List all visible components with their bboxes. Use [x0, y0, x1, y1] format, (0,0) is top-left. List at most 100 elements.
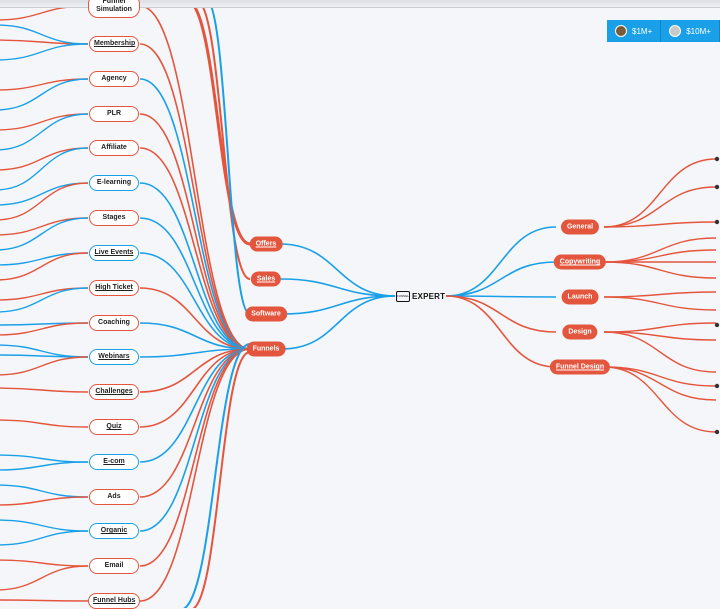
connector-leaf	[0, 183, 88, 220]
connector-right-leaf	[604, 332, 716, 372]
node-plr[interactable]: PLR	[89, 106, 139, 122]
node-funnel-simulation[interactable]: Funnel Simulation	[88, 0, 140, 18]
branch-label: Funnel Design	[556, 364, 604, 371]
connector-right-leaf	[604, 297, 716, 310]
connector-leaf	[0, 520, 88, 531]
connector-right-leaf	[604, 367, 716, 400]
node-high-ticket[interactable]: High Ticket	[89, 280, 139, 296]
connector-center-copywriting	[446, 262, 556, 296]
node-label: Ads	[107, 493, 120, 500]
node-stages[interactable]: Stages	[89, 210, 139, 226]
branch-label: Launch	[568, 294, 593, 301]
connector-leaf	[0, 455, 88, 462]
node-organic[interactable]: Organic	[89, 523, 139, 539]
branch-software[interactable]: Software	[245, 307, 287, 322]
node-e-learning[interactable]: E-learning	[89, 175, 139, 191]
connector-funnels-child	[140, 349, 250, 531]
connector-right-leaf	[604, 323, 716, 332]
node-marker-icon	[715, 157, 719, 161]
connector-leaf	[0, 6, 88, 20]
connector-funnels-child	[140, 6, 250, 349]
node-challenges[interactable]: Challenges	[89, 384, 139, 400]
node-email[interactable]: Email	[89, 558, 139, 574]
connector-center-funnels	[282, 296, 395, 349]
node-funnel-hubs[interactable]: Funnel Hubs	[88, 593, 140, 609]
node-webinars[interactable]: Webinars	[89, 349, 139, 365]
node-label: Stages	[103, 214, 126, 221]
node-membership[interactable]: Membership	[89, 36, 139, 52]
connector-center-design	[446, 296, 556, 332]
branch-label: Software	[251, 311, 281, 318]
connector-leaf	[0, 25, 88, 44]
badge-1m[interactable]: $1M+	[607, 20, 661, 42]
branch-funnel-design[interactable]: Funnel Design	[550, 360, 610, 375]
connector-leaf	[0, 388, 88, 392]
branch-sales[interactable]: Sales	[251, 272, 281, 287]
connector-leaf	[0, 485, 88, 497]
connector-leaf	[0, 357, 88, 375]
node-marker-icon	[715, 430, 719, 434]
node-quiz[interactable]: Quiz	[89, 419, 139, 435]
node-label: Live Events	[95, 249, 134, 256]
node-marker-icon	[715, 323, 719, 327]
node-label: Organic	[101, 527, 127, 534]
connector-funnels-trunk-down	[190, 352, 250, 608]
connector-center-software	[282, 296, 395, 314]
node-label: Affiliate	[101, 144, 127, 151]
connector-leaf	[0, 600, 88, 601]
node-label: E-learning	[97, 179, 131, 186]
connector-right-leaf	[604, 262, 716, 278]
center-node-label: EXPERT	[412, 292, 445, 301]
node-label: Funnel Simulation	[93, 0, 135, 14]
node-label: Webinars	[98, 353, 129, 360]
connector-right-leaf	[604, 292, 716, 297]
branch-label: General	[567, 224, 593, 231]
node-agency[interactable]: Agency	[89, 71, 139, 87]
node-label: Agency	[101, 75, 126, 82]
branch-label: Design	[568, 329, 591, 336]
node-label: Coaching	[98, 319, 130, 326]
node-e-com[interactable]: E-com	[89, 454, 139, 470]
connector-leaf	[0, 566, 88, 590]
branch-design[interactable]: Design	[562, 325, 597, 340]
node-coaching[interactable]: Coaching	[89, 315, 139, 331]
funnel-logo-icon: FUNNEL	[396, 291, 410, 302]
branch-offers[interactable]: Offers	[250, 237, 283, 252]
node-marker-icon	[715, 384, 719, 388]
badge-10m[interactable]: $10M+	[661, 20, 720, 42]
branch-label: Sales	[257, 276, 275, 283]
node-label: PLR	[107, 110, 121, 117]
branch-launch[interactable]: Launch	[562, 290, 599, 305]
node-label: Membership	[94, 40, 135, 47]
node-label: Email	[105, 562, 124, 569]
node-ads[interactable]: Ads	[89, 489, 139, 505]
node-label: Challenges	[95, 388, 132, 395]
node-marker-icon	[715, 185, 719, 189]
branch-label: Copywriting	[560, 259, 600, 266]
branch-label: Funnels	[253, 346, 280, 353]
connector-leaf	[0, 253, 88, 265]
connector-leaf	[0, 560, 88, 566]
badge-10m-label: $10M+	[686, 27, 711, 36]
branch-general[interactable]: General	[561, 220, 599, 235]
branch-copywriting[interactable]: Copywriting	[554, 255, 606, 270]
avatar-icon	[615, 25, 627, 37]
node-label: Funnel Hubs	[93, 597, 135, 604]
avatar-icon	[669, 25, 681, 37]
connector-leaf	[0, 497, 88, 505]
node-affiliate[interactable]: Affiliate	[89, 140, 139, 156]
revenue-badges: $1M+ $10M+	[607, 20, 720, 42]
branch-funnels[interactable]: Funnels	[247, 342, 286, 357]
badge-1m-label: $1M+	[632, 27, 652, 36]
connector-leaf	[0, 114, 88, 150]
node-label: E-com	[103, 458, 124, 465]
node-live-events[interactable]: Live Events	[89, 245, 139, 261]
connector-center-general	[446, 227, 556, 296]
connector-right-leaf	[604, 159, 716, 227]
node-marker-icon	[715, 220, 719, 224]
connector-leaf	[0, 44, 88, 60]
connector-leaf	[0, 288, 88, 312]
center-node-funnel-expert[interactable]: FUNNEL EXPERT	[396, 291, 445, 302]
connector-right-leaf	[604, 250, 716, 262]
